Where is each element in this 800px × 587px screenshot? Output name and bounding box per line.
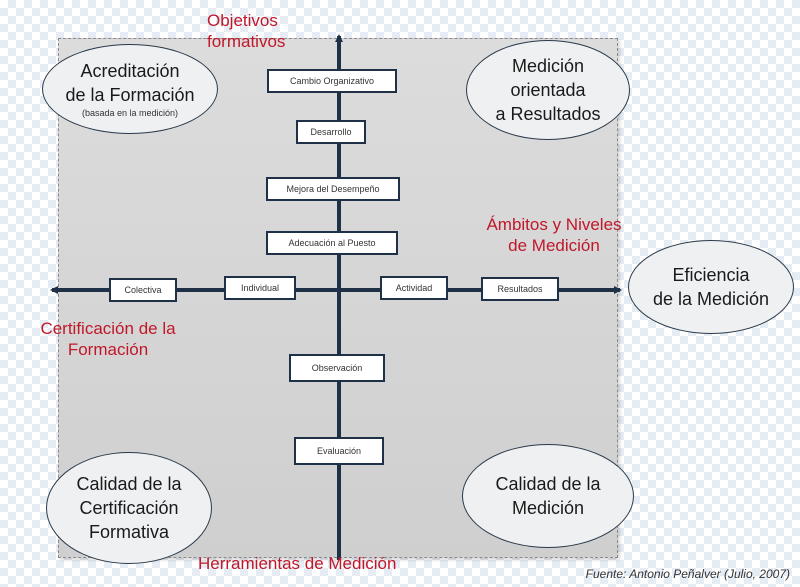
- box-mejora-desempeno: Mejora del Desempeño: [266, 177, 400, 201]
- ellipse-acreditacion: Acreditación de la Formación (basada en …: [42, 44, 218, 134]
- box-desarrollo: Desarrollo: [296, 120, 366, 144]
- ellipse-calidad-certificacion: Calidad de la Certificación Formativa: [46, 452, 212, 564]
- ellipse-eficiencia: Eficiencia de la Medición: [628, 240, 794, 334]
- box-colectiva: Colectiva: [109, 278, 177, 302]
- box-individual: Individual: [224, 276, 296, 300]
- label-herramientas: Herramientas de Medición: [198, 554, 397, 573]
- box-evaluacion: Evaluación: [294, 437, 384, 465]
- label-ambitos: Ámbitos y Niveles de Medición: [486, 215, 622, 255]
- box-resultados: Resultados: [481, 277, 559, 301]
- box-observacion: Observación: [289, 354, 385, 382]
- ellipse-calidad-medicion: Calidad de la Medición: [462, 444, 634, 548]
- source-note: Fuente: Antonio Peñalver (Julio, 2007): [585, 567, 790, 581]
- box-cambio-organizativo: Cambio Organizativo: [267, 69, 397, 93]
- box-adecuacion-puesto: Adecuación al Puesto: [266, 231, 398, 255]
- ellipse-medicion-resultados: Medición orientada a Resultados: [466, 40, 630, 140]
- label-certificacion: Certificación de la Formación: [40, 319, 176, 359]
- box-actividad: Actividad: [380, 276, 448, 300]
- label-objetivos: Objetivos formativos: [207, 11, 286, 51]
